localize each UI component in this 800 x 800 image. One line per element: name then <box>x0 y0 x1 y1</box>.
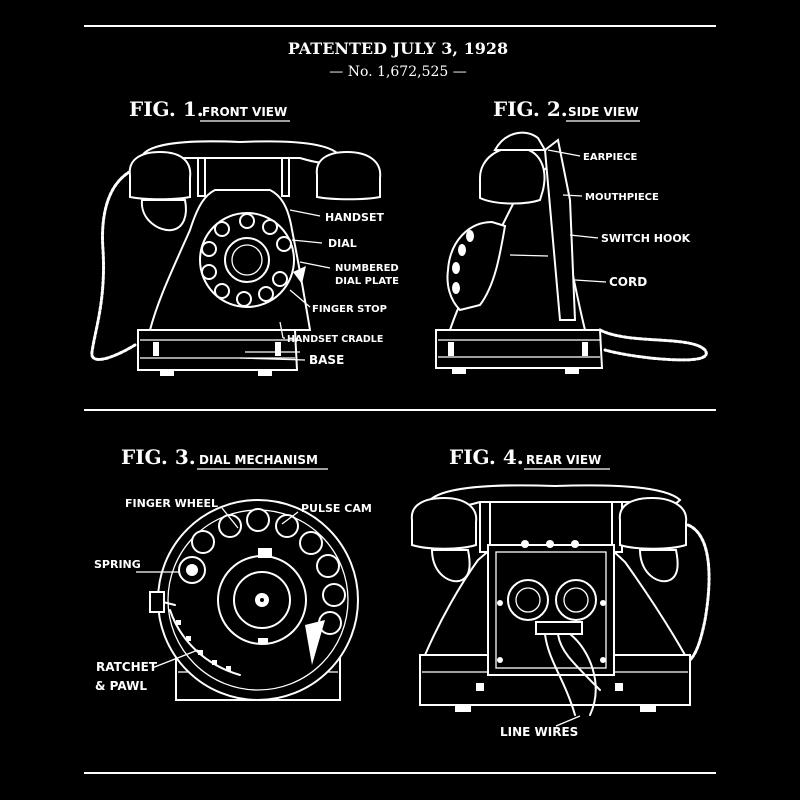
figure-3-leaders <box>136 507 299 669</box>
front-dial-finger-holes <box>201 213 292 307</box>
label-spring: SPRING <box>94 558 141 571</box>
figure-1-front-view: FIG. 1. FRONT VIEW <box>90 97 399 376</box>
patent-date: PATENTED JULY 3, 1928 <box>288 39 508 58</box>
label-earpiece: EARPIECE <box>583 152 637 163</box>
figure-1-leaders <box>239 209 331 361</box>
figure-3-caption: DIAL MECHANISM <box>199 453 318 467</box>
finger-wheel-holes <box>191 508 346 635</box>
figure-1-caption: FRONT VIEW <box>202 105 287 119</box>
figure-3-dial-mechanism: FIG. 3. DIAL MECHANISM <box>94 445 372 701</box>
figure-4-leader <box>555 715 581 727</box>
figure-3-number: FIG. 3. <box>121 445 196 469</box>
label-switch-hook: SWITCH HOOK <box>601 232 691 245</box>
figure-2-side-view: FIG. 2. SIDE VIEW <box>435 97 708 374</box>
patent-number: — No. 1,672,525 — <box>329 64 466 80</box>
front-view-telephone-drawing <box>90 140 382 376</box>
label-base: BASE <box>309 353 344 367</box>
label-finger-wheel: FINGER WHEEL <box>125 497 218 510</box>
label-handset-cradle: HANDSET CRADLE <box>287 334 383 345</box>
label-dial-plate: DIAL PLATE <box>335 276 399 287</box>
rear-view-telephone-drawing <box>410 484 711 716</box>
label-and-pawl: & PAWL <box>95 679 147 693</box>
figure-2-leaders <box>547 149 607 283</box>
label-handset: HANDSET <box>325 211 384 224</box>
label-ratchet: RATCHET <box>96 660 158 674</box>
label-dial: DIAL <box>328 237 357 250</box>
side-dial-holes <box>452 230 474 294</box>
figure-4-number: FIG. 4. <box>449 445 524 469</box>
label-line-wires: LINE WIRES <box>500 725 578 739</box>
side-view-telephone-drawing <box>435 131 708 374</box>
dial-mechanism-drawing <box>149 499 359 701</box>
label-numbered: NUMBERED <box>335 263 399 274</box>
label-cord: CORD <box>609 275 647 289</box>
terminal-screws <box>497 540 606 663</box>
figure-2-number: FIG. 2. <box>493 97 568 121</box>
label-finger-stop: FINGER STOP <box>312 304 387 315</box>
figure-2-caption: SIDE VIEW <box>568 105 639 119</box>
figure-4-rear-view: FIG. 4. REAR VIEW <box>410 445 711 739</box>
label-pulse-cam: PULSE CAM <box>301 502 372 515</box>
figure-1-number: FIG. 1. <box>129 97 204 121</box>
label-mouthpiece: MOUTHPIECE <box>585 192 659 203</box>
figure-4-caption: REAR VIEW <box>526 453 601 467</box>
ratchet-teeth <box>176 548 272 671</box>
